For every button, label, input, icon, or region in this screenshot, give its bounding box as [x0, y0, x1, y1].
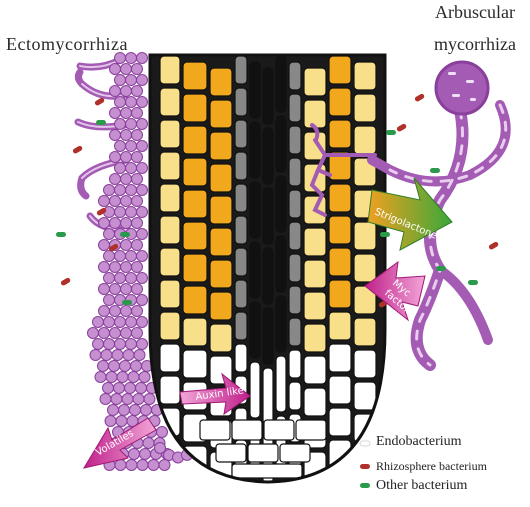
legend-rhizosphere-bacterium: Rhizosphere bacterium — [376, 459, 487, 474]
spore — [436, 62, 488, 114]
legend-swatches — [360, 441, 370, 488]
endobacterium-swatch — [360, 441, 370, 446]
root-tissue — [140, 50, 400, 490]
ectomycorrhiza-title: Ectomycorrhiza — [6, 34, 128, 55]
legend-endobacterium: Endobacterium — [376, 434, 462, 450]
legend-other-bacterium: Other bacterium — [376, 478, 467, 494]
rhizosphere-swatch — [360, 464, 370, 469]
other-bacterium-swatch — [360, 483, 370, 488]
arbuscular-title-line1: Arbuscular — [420, 2, 530, 23]
arbuscular-title-line2: mycorrhiza — [420, 34, 530, 55]
